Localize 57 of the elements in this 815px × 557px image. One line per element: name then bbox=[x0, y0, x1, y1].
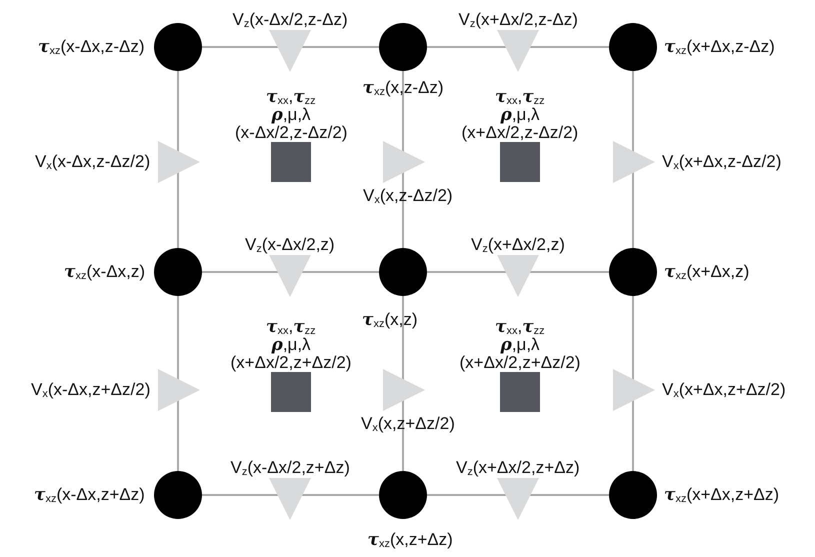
field-label: V$_{x}$(x,z+Δz/2) bbox=[361, 415, 455, 433]
field-label: τ$_{xz}$(x+Δx,z+Δz) bbox=[664, 486, 780, 504]
grid-line bbox=[202, 494, 280, 496]
field-label: ρ,μ,λ bbox=[272, 106, 311, 124]
field-label: (x+Δx/2,z+Δz/2) bbox=[230, 354, 352, 372]
grid-line bbox=[528, 494, 609, 496]
grid-line bbox=[632, 400, 634, 471]
field-label: V$_{z}$(x-Δx/2,z-Δz) bbox=[232, 11, 348, 29]
field-label: (x-Δx/2,z-Δz/2) bbox=[235, 124, 348, 142]
field-label: V$_{x}$(x+Δx,z+Δz/2) bbox=[662, 381, 786, 399]
grid-line bbox=[427, 494, 508, 496]
grid-line bbox=[632, 172, 634, 248]
grid-line bbox=[402, 172, 404, 248]
field-label: V$_{x}$(x+Δx,z-Δz/2) bbox=[662, 153, 782, 171]
grid-line bbox=[528, 46, 609, 48]
field-label: ρ,μ,λ bbox=[500, 336, 540, 354]
grid-line bbox=[632, 296, 634, 380]
grid-line bbox=[300, 494, 379, 496]
field-label: V$_{z}$(x-Δx/2,z+Δz) bbox=[230, 459, 350, 477]
field-label: V$_{z}$(x+Δx/2,z) bbox=[471, 236, 565, 254]
grid-line bbox=[202, 271, 280, 273]
field-label: ρ,μ,λ bbox=[500, 106, 540, 124]
field-label: τ$_{xz}$(x,z+Δz) bbox=[368, 531, 453, 549]
grid-line bbox=[402, 71, 404, 152]
field-label: V$_{x}$(x-Δx,z+Δz/2) bbox=[31, 381, 150, 399]
grid-line bbox=[177, 172, 179, 248]
field-label: (x+Δx/2,z+Δz/2) bbox=[460, 354, 580, 372]
field-label: τ$_{xz}$(x,z) bbox=[362, 311, 418, 329]
field-label: τ$_{xz}$(x-Δx,z+Δz) bbox=[34, 486, 145, 504]
field-label: ρ,μ,λ bbox=[272, 336, 311, 354]
grid-line bbox=[177, 296, 179, 380]
grid-line bbox=[402, 400, 404, 471]
grid-line bbox=[427, 271, 508, 273]
grid-line bbox=[402, 296, 404, 380]
field-label: τ$_{xz}$(x,z-Δz) bbox=[362, 79, 444, 97]
field-label: V$_{z}$(x+Δx/2,z+Δz) bbox=[456, 459, 580, 477]
field-label: V$_{x}$(x,z-Δz/2) bbox=[363, 187, 453, 205]
grid-line bbox=[427, 46, 508, 48]
grid-line bbox=[202, 46, 280, 48]
grid-line bbox=[300, 46, 379, 48]
field-label: τ$_{xx}$,τ$_{zz}$ bbox=[266, 318, 316, 336]
grid-line bbox=[632, 71, 634, 152]
field-label: (x+Δx/2,z-Δz/2) bbox=[462, 124, 578, 142]
field-label: V$_{z}$(x+Δx/2,z-Δz) bbox=[458, 11, 578, 29]
grid-line bbox=[300, 271, 379, 273]
field-label: τ$_{xz}$(x-Δx,z) bbox=[64, 263, 146, 281]
grid-line bbox=[528, 271, 609, 273]
field-label: τ$_{xz}$(x+Δx,z) bbox=[664, 263, 750, 281]
field-label: V$_{x}$(x-Δx,z-Δz/2) bbox=[35, 153, 150, 171]
field-label: τ$_{xz}$(x-Δx,z-Δz) bbox=[38, 38, 145, 56]
grid-line bbox=[177, 71, 179, 152]
field-label: V$_{z}$(x-Δx/2,z) bbox=[245, 236, 335, 254]
field-label: τ$_{xx}$,τ$_{zz}$ bbox=[495, 88, 545, 106]
field-label: τ$_{xx}$,τ$_{zz}$ bbox=[495, 318, 545, 336]
field-label: τ$_{xx}$,τ$_{zz}$ bbox=[266, 88, 316, 106]
field-label: τ$_{xz}$(x+Δx,z-Δz) bbox=[664, 38, 775, 56]
grid-line bbox=[177, 400, 179, 471]
